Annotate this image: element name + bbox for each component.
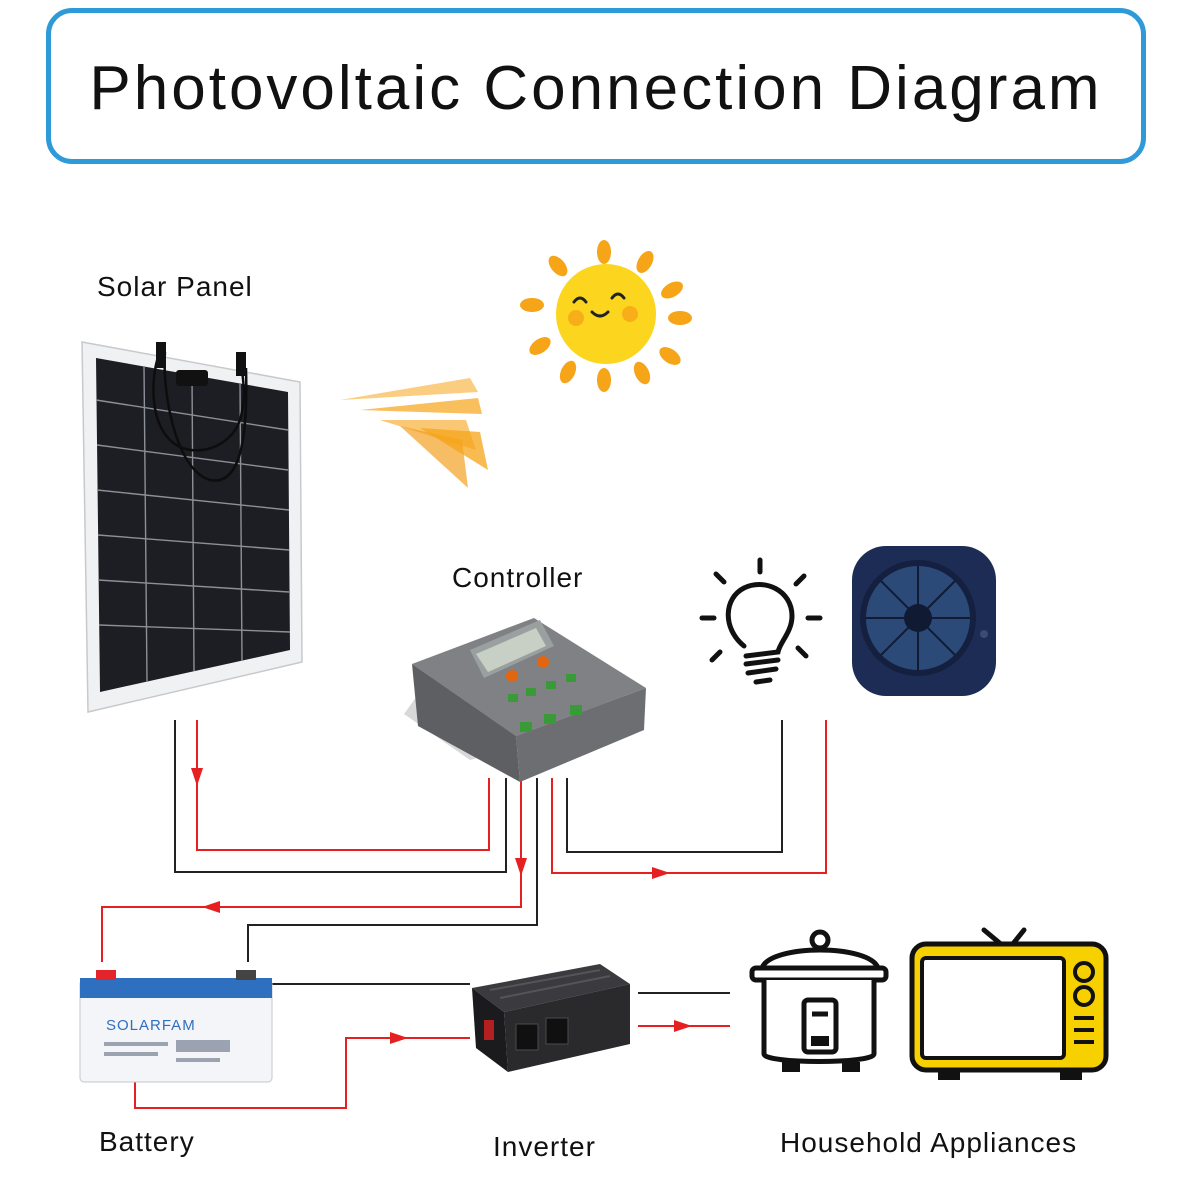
- arrow-left-battery: [202, 901, 220, 913]
- fan-icon: [852, 546, 996, 696]
- wire-battery-negative: [247, 778, 538, 962]
- rice-cooker-icon: [749, 929, 889, 1072]
- arrow-down-battery: [515, 858, 527, 876]
- arrow-right-load: [652, 867, 670, 879]
- label-solar-panel: Solar Panel: [97, 271, 253, 302]
- battery-brand: SOLARFAM: [106, 1017, 196, 1034]
- light-bulb-icon: [699, 557, 823, 685]
- wire-battery-positive: [101, 778, 522, 962]
- sun-beam: [340, 378, 488, 488]
- flow-arrows: [191, 768, 692, 1044]
- wire-panel-negative: [174, 720, 507, 873]
- label-household-appliances: Household Appliances: [780, 1127, 1078, 1158]
- wire-load-positive: [551, 720, 827, 874]
- sun-icon: [520, 240, 692, 392]
- label-inverter: Inverter: [493, 1131, 596, 1162]
- page-title: Photovoltaic Connection Diagram: [89, 54, 1103, 123]
- tv-icon: [909, 927, 1109, 1080]
- inverter-icon: [472, 964, 630, 1072]
- solar-panel-icon: [81, 341, 303, 713]
- label-battery: Battery: [99, 1126, 195, 1157]
- arrow-right-inverter: [390, 1032, 408, 1044]
- wire-inverter-positive: [134, 1037, 470, 1109]
- battery-icon: SOLARFAM: [79, 970, 273, 1083]
- wire-load-negative: [566, 720, 783, 853]
- label-controller: Controller: [452, 562, 584, 593]
- title-box: Photovoltaic Connection Diagram: [46, 8, 1146, 164]
- controller-icon: [404, 618, 646, 782]
- arrow-down-panel: [191, 768, 203, 786]
- arrow-right-appliance: [674, 1020, 692, 1032]
